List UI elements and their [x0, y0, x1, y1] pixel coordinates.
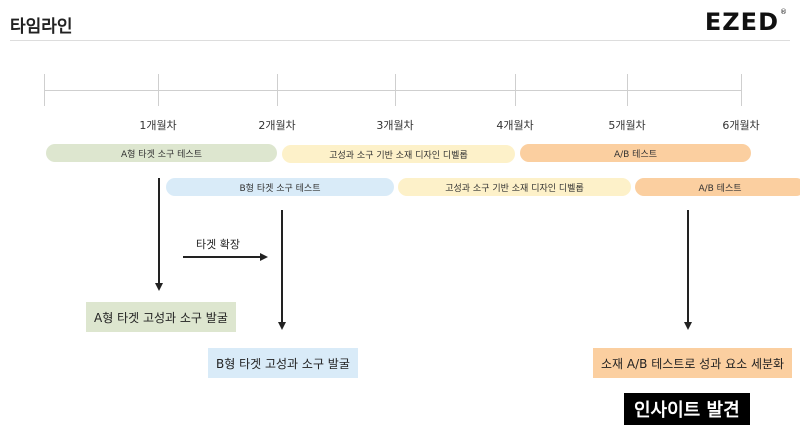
- axis-tick-month-4: [515, 74, 516, 106]
- bar-a-target-test: A형 타겟 소구 테스트: [46, 144, 277, 162]
- month-label-5: 5개월차: [608, 119, 646, 132]
- month-label-3: 3개월차: [376, 119, 414, 132]
- bar-b-target-test: B형 타겟 소구 테스트: [166, 178, 394, 196]
- arrow-expansion-shaft: [183, 256, 260, 258]
- target-expansion-label: 타겟 확장: [196, 238, 240, 251]
- bar-a-design-develop: 고성과 소구 기반 소재 디자인 디벨롭: [282, 145, 515, 163]
- registered-mark: ®: [780, 8, 788, 16]
- axis-tick-month-1: [158, 74, 159, 106]
- bar-b-ab-test: A/B 테스트: [635, 178, 800, 196]
- arrow-a-shaft: [158, 178, 160, 283]
- axis-tick-start: [44, 74, 45, 106]
- result-b: B형 타겟 고성과 소구 발굴: [208, 348, 358, 378]
- arrow-down-icon: [684, 322, 692, 330]
- brand-logo: EZED®: [705, 8, 788, 36]
- arrow-b-shaft: [281, 210, 283, 322]
- bar-b-design-develop: 고성과 소구 기반 소재 디자인 디벨롭: [398, 178, 631, 196]
- header-divider: [10, 40, 790, 41]
- insight-banner: 인사이트 발견: [624, 393, 750, 425]
- arrow-ab-shaft: [687, 210, 689, 322]
- arrow-right-icon: [260, 253, 268, 261]
- axis-tick-month-2: [277, 74, 278, 106]
- result-ab: 소재 A/B 테스트로 성과 요소 세분화: [593, 348, 793, 378]
- arrow-down-icon: [278, 322, 286, 330]
- axis-tick-month-5: [627, 74, 628, 106]
- arrow-down-icon: [155, 283, 163, 291]
- logo-text: EZED: [704, 8, 779, 36]
- bar-a-ab-test: A/B 테스트: [520, 144, 751, 162]
- month-label-2: 2개월차: [258, 119, 296, 132]
- timeline-axis: [44, 90, 742, 91]
- axis-tick-month-3: [395, 74, 396, 106]
- month-label-4: 4개월차: [496, 119, 534, 132]
- result-a: A형 타겟 고성과 소구 발굴: [86, 302, 236, 332]
- month-label-1: 1개월차: [139, 119, 177, 132]
- month-label-6: 6개월차: [722, 119, 760, 132]
- page-title: 타임라인: [10, 17, 73, 37]
- axis-tick-month-6: [741, 74, 742, 106]
